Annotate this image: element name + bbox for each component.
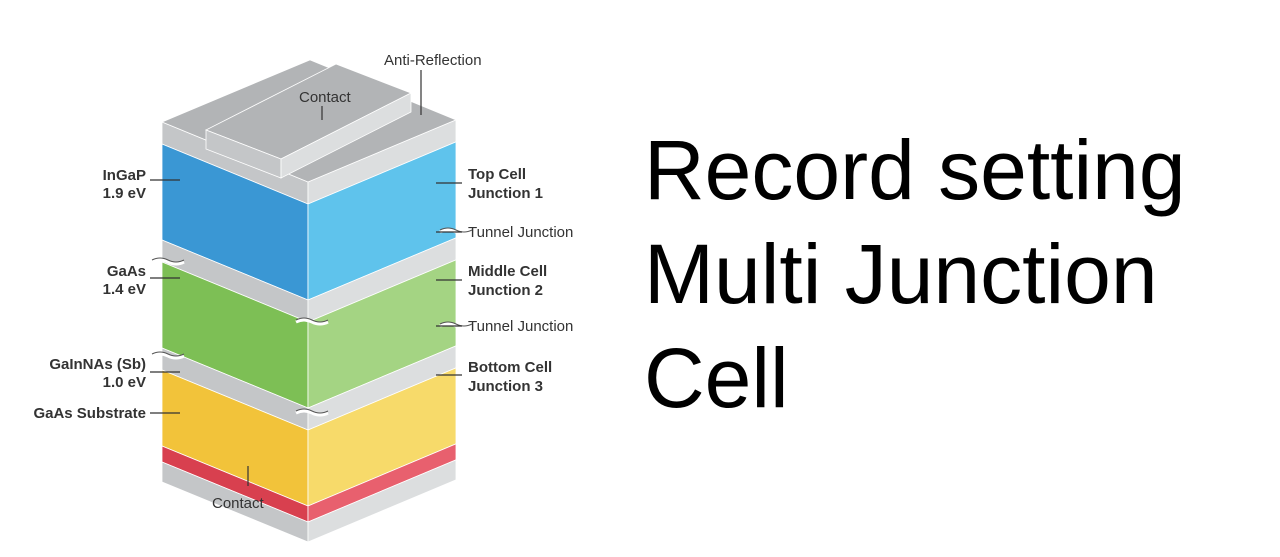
multi-junction-cell-diagram: Anti-Reflection Contact InGaP 1.9 eV GaA… [33,52,573,543]
label-bottom-cell-1: Bottom Cell [468,359,552,376]
top-contact [205,63,412,179]
label-middle-cell-2: Junction 2 [468,282,543,299]
contact-bar-left-side [280,92,412,179]
headline: Record setting Multi Junction Cell [644,118,1264,430]
layer-bottom-contact-side [307,459,457,543]
label-tunnel-2: Tunnel Junction [468,318,573,335]
label-tunnel-1: Tunnel Junction [468,224,573,241]
headline-line-2: Multi Junction [644,227,1158,321]
label-top-cell-1: Top Cell [468,166,526,183]
label-anti-reflection: Anti-Reflection [384,52,482,69]
label-gaas-name: GaAs [107,263,146,280]
label-bottom-cell-2: Junction 3 [468,378,543,395]
label-gainnas-ev: 1.0 eV [103,374,146,391]
cell-layer-stack [160,59,458,543]
label-top-cell-2: Junction 1 [468,185,543,202]
leader-lines [150,70,462,486]
label-substrate: GaAs Substrate [33,405,146,422]
headline-line-1: Record setting [644,123,1186,217]
label-gaas-ev: 1.4 eV [103,281,146,298]
label-ingap-name: InGaP [103,167,146,184]
label-contact-bottom: Contact [212,495,265,512]
label-contact-top: Contact [299,89,352,106]
label-ingap-ev: 1.9 eV [103,185,146,202]
label-gainnas-name: GaInNAs (Sb) [49,356,146,373]
headline-line-3: Cell [644,331,789,425]
diagram-labels: Anti-Reflection Contact InGaP 1.9 eV GaA… [33,52,573,512]
label-middle-cell-1: Middle Cell [468,263,547,280]
